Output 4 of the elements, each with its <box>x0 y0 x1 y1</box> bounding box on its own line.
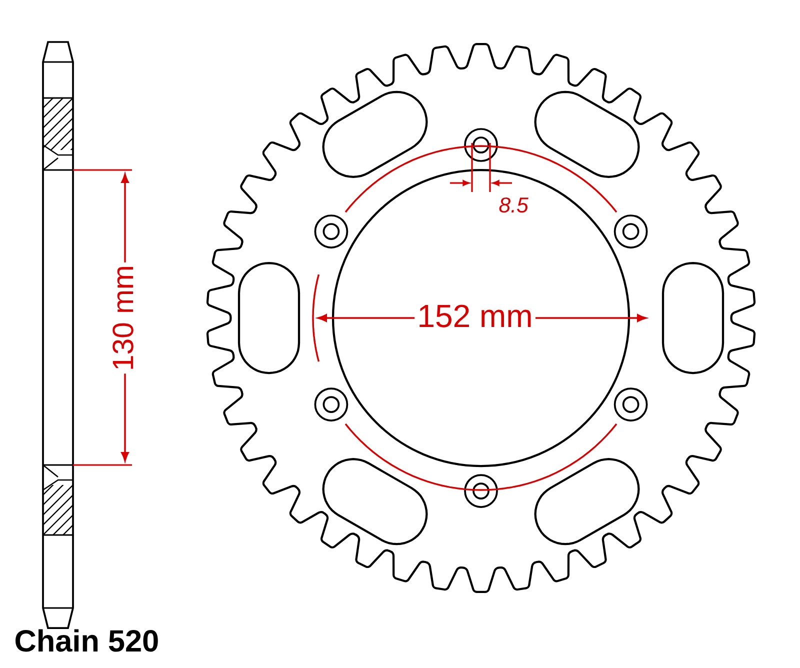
dimension-label: 8.5 <box>499 197 528 213</box>
dimension-label: 152 mm <box>420 304 531 328</box>
chain-size-label: Chain 520 <box>16 629 158 652</box>
dimension-label: 130 mm <box>112 267 134 369</box>
